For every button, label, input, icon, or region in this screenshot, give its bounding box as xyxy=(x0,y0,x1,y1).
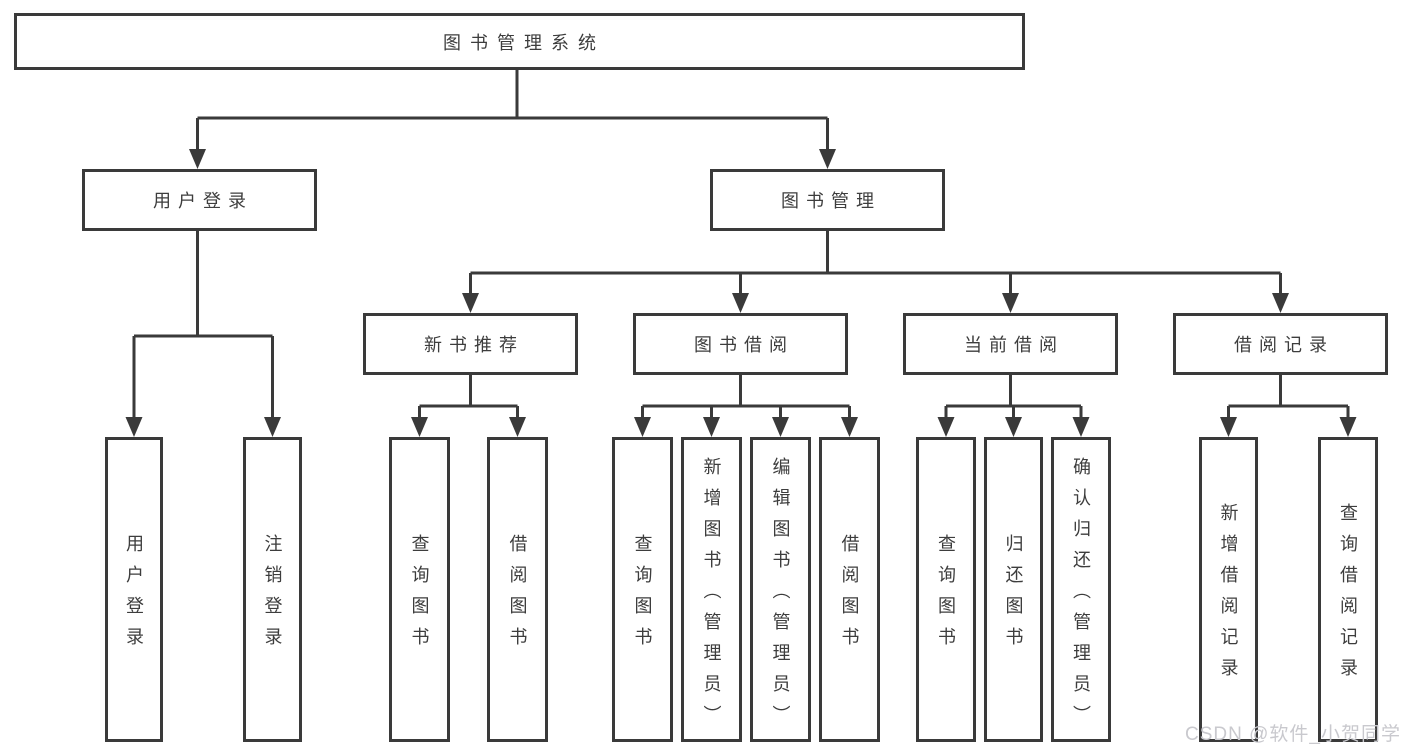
connector-records-split xyxy=(1227,375,1350,419)
node-label: 新书推荐 xyxy=(424,335,524,355)
leaf-logout: 注销登录 xyxy=(243,437,302,742)
arrowhead xyxy=(1005,417,1022,437)
node-label: 查询借阅记录 xyxy=(1338,503,1358,689)
connector-newbook-split xyxy=(418,375,519,419)
node-label: 注销登录 xyxy=(262,534,283,658)
connector-root-split xyxy=(196,70,829,151)
arrowhead xyxy=(1002,293,1019,313)
arrowhead xyxy=(189,149,206,169)
arrowhead xyxy=(772,417,789,437)
arrowhead xyxy=(125,417,143,437)
node-label: 借阅图书 xyxy=(507,534,528,658)
node-label: 图书管理系统 xyxy=(443,32,605,53)
arrowhead xyxy=(841,417,858,437)
node-current-borrowing: 当前借阅 xyxy=(903,313,1118,375)
leaf-user-login: 用户登录 xyxy=(105,437,163,742)
node-label: 新增借阅记录 xyxy=(1218,503,1239,689)
arrowhead xyxy=(462,293,479,313)
leaf-query-books-under-newbook: 查询图书 xyxy=(389,437,450,742)
node-label: 确认归还（管理员） xyxy=(1071,456,1091,736)
node-label: 借阅记录 xyxy=(1234,335,1334,355)
node-user-login: 用户登录 xyxy=(82,169,317,231)
arrowhead xyxy=(703,417,720,437)
leaf-edit-book-admin: 编辑图书（管理员） xyxy=(750,437,811,742)
node-label: 编辑图书（管理员） xyxy=(770,456,791,736)
node-label: 图书管理 xyxy=(781,191,881,211)
node-book-management: 图书管理 xyxy=(710,169,945,231)
node-label: 归还图书 xyxy=(1003,534,1024,658)
arrowhead xyxy=(634,417,651,437)
node-label: 用户登录 xyxy=(124,534,144,658)
arrowhead xyxy=(1072,417,1090,437)
arrowhead xyxy=(1339,417,1357,437)
node-label: 查询图书 xyxy=(632,534,653,658)
csdn-watermark: CSDN @软件_小贺同学 xyxy=(1185,724,1401,745)
node-book-borrowing: 图书借阅 xyxy=(633,313,848,375)
leaf-add-borrow-record: 新增借阅记录 xyxy=(1199,437,1258,742)
arrowhead xyxy=(264,417,281,437)
node-borrowing-records: 借阅记录 xyxy=(1173,313,1388,375)
arrowhead xyxy=(1220,417,1237,437)
leaf-query-books-under-current: 查询图书 xyxy=(916,437,976,742)
arrowhead xyxy=(937,417,955,437)
arrowhead xyxy=(1272,293,1289,313)
node-label: 新增图书（管理员） xyxy=(701,456,722,736)
leaf-add-book-admin: 新增图书（管理员） xyxy=(681,437,742,742)
node-label: 当前借阅 xyxy=(964,335,1064,355)
arrowhead xyxy=(732,293,749,313)
node-new-book-recommendation: 新书推荐 xyxy=(363,313,578,375)
node-label: 借阅图书 xyxy=(839,534,860,658)
node-label: 图书借阅 xyxy=(694,335,794,355)
leaf-borrow-books-under-borrowing: 借阅图书 xyxy=(819,437,880,742)
arrowhead xyxy=(819,149,836,169)
connector-bookmgmt-split xyxy=(469,231,1282,295)
connector-current-split xyxy=(944,375,1083,419)
leaf-query-borrow-record: 查询借阅记录 xyxy=(1318,437,1378,742)
arrowhead xyxy=(509,417,526,437)
node-label: 查询图书 xyxy=(936,534,956,658)
node-label: 用户登录 xyxy=(153,191,253,211)
leaf-confirm-return-admin: 确认归还（管理员） xyxy=(1051,437,1111,742)
leaf-return-books: 归还图书 xyxy=(984,437,1043,742)
arrowhead xyxy=(411,417,428,437)
leaf-query-books-under-borrowing: 查询图书 xyxy=(612,437,673,742)
node-library-management-system: 图书管理系统 xyxy=(14,13,1025,70)
leaf-borrow-books-under-newbook: 借阅图书 xyxy=(487,437,548,742)
connector-userlogin-split xyxy=(132,231,274,419)
connector-borrow-split xyxy=(641,375,851,419)
node-label: 查询图书 xyxy=(409,534,430,658)
